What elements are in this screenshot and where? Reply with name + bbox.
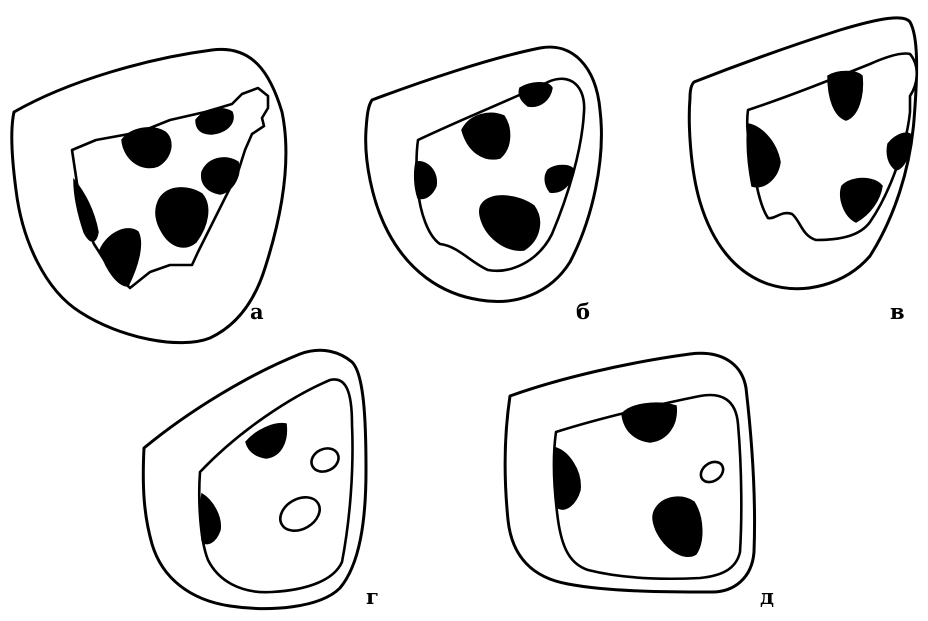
- panel-d: д: [505, 353, 774, 609]
- panel-b-label: б: [576, 299, 590, 324]
- panel-g: г: [143, 350, 379, 609]
- panel-v: в: [689, 18, 916, 324]
- panel-b: б: [366, 47, 602, 324]
- panel-v-label: в: [890, 299, 905, 324]
- panel-a-label: а: [250, 299, 264, 324]
- panel-g-label: г: [366, 584, 379, 609]
- panel-d-label: д: [760, 584, 774, 609]
- panel-a: а: [12, 49, 286, 342]
